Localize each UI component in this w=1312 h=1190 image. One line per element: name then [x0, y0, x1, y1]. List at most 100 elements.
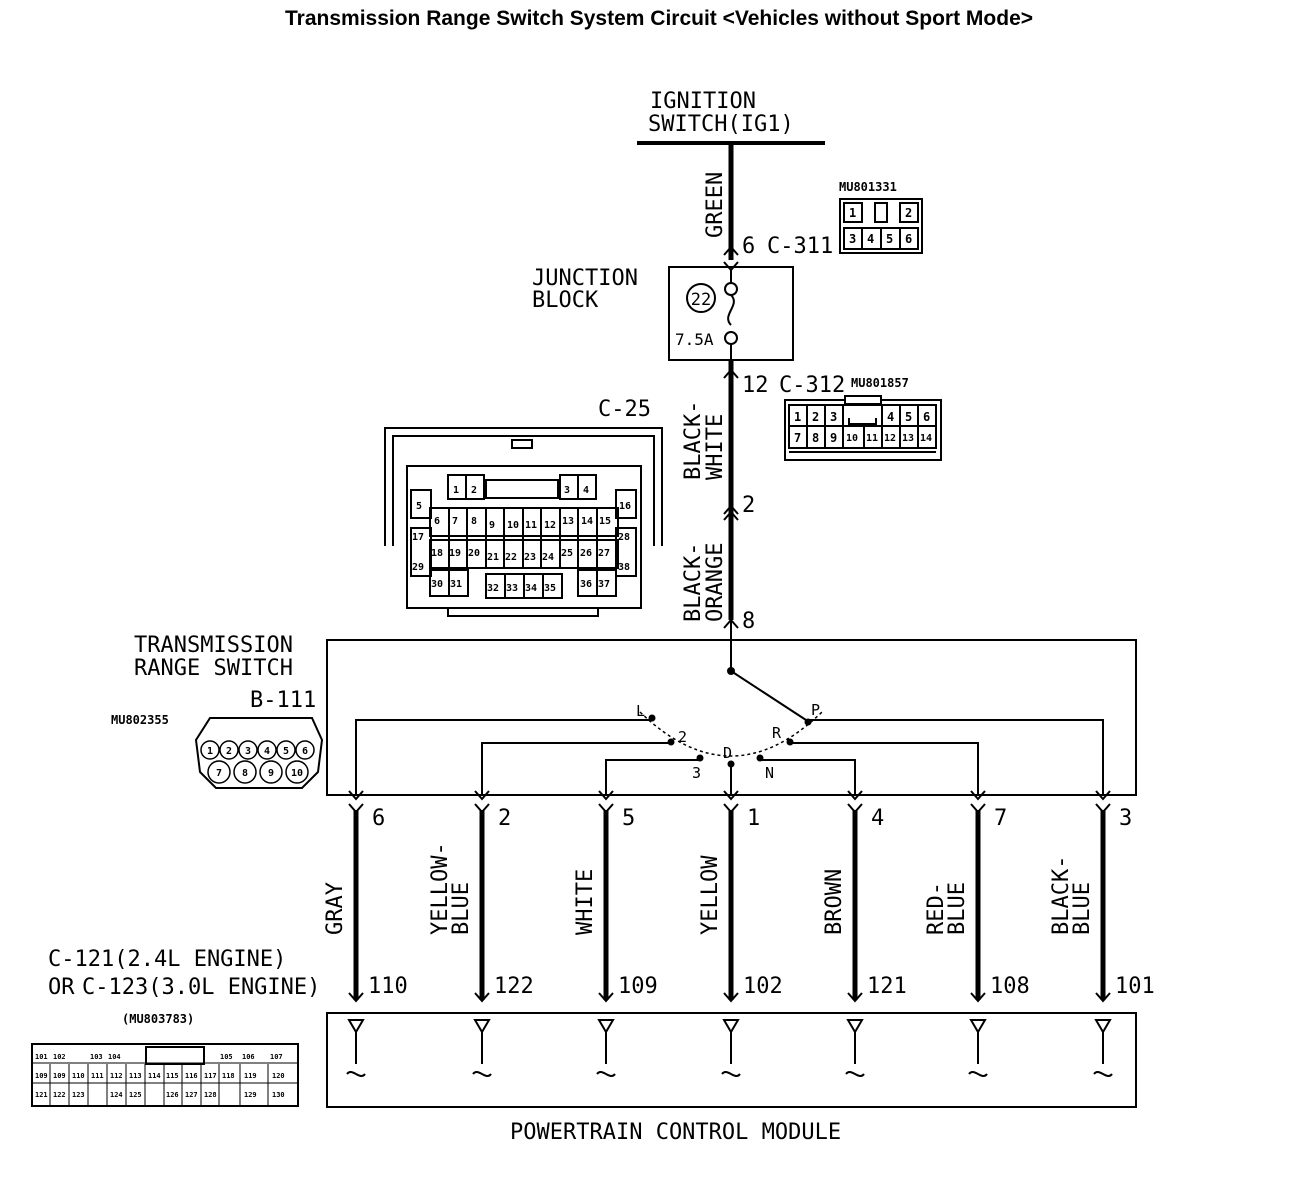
wire-label-3-line2: BLUE — [1070, 882, 1095, 935]
pcm-face-pin-125: 125 — [129, 1091, 142, 1099]
c312-connector-face: MU801857 1 2 3 4 5 6 7 8 9 10 11 12 13 1… — [784, 376, 942, 461]
switch-trace-2 — [481, 742, 672, 795]
c25-pin-18: 18 — [431, 548, 443, 559]
switch-blade — [730, 670, 807, 721]
wire-label-black-white-2: WHITE — [703, 414, 728, 480]
pcm-face-pin-r2-11: 119 — [244, 1072, 257, 1080]
pcm-terminal-101 — [1094, 1019, 1112, 1034]
ignition-switch: IGNITION SWITCH(IG1) — [637, 89, 825, 145]
c25-pin-5: 5 — [416, 501, 422, 512]
c312-pin-9: 9 — [830, 431, 837, 445]
pcm-pin-arrow-109 — [598, 992, 614, 1003]
junction-block: JUNCTION BLOCK 22 7.5A — [532, 266, 794, 361]
pcm-ground-122 — [472, 1071, 492, 1077]
pcm-box — [326, 1012, 1137, 1108]
wire-label-1: YELLOW — [698, 855, 723, 935]
wire-label-7-line2: BLUE — [945, 882, 970, 935]
c25-pin-16: 16 — [619, 501, 631, 512]
pcm-face-pin-r2-1: 109 — [53, 1072, 66, 1080]
c25-pin-22: 22 — [505, 552, 517, 563]
c25-pin-35: 35 — [544, 583, 556, 594]
pcm-face-pin-107: 107 — [270, 1053, 283, 1061]
c311-connector-face: MU801331 1 2 3 4 5 6 — [839, 180, 923, 254]
trs-label-line2: RANGE SWITCH — [134, 656, 293, 681]
output-wires: 6GRAY1102YELLOW-BLUE1225WHITE1091YELLOW1… — [323, 718, 1155, 1077]
c25-pin-21: 21 — [487, 552, 499, 563]
trs-label-line1: TRANSMISSION — [134, 633, 293, 658]
pcm-face-pin-r2-3: 111 — [91, 1072, 104, 1080]
pcm-face-pin-r2-5: 113 — [129, 1072, 142, 1080]
pcm-face-pin-126: 126 — [166, 1091, 179, 1099]
pcm-face-pin-127: 127 — [185, 1091, 198, 1099]
switch-trace-4 — [759, 758, 856, 795]
trs-out-pin-4: 4 — [871, 806, 884, 831]
page-title: Transmission Range Switch System Circuit… — [285, 7, 1033, 30]
trs-pin-1: 1 — [207, 746, 213, 757]
switch-position-3: 3 — [692, 764, 701, 782]
c25-pin-20: 20 — [468, 548, 480, 559]
pcm-face-pin-121: 121 — [35, 1091, 48, 1099]
pcm-face-pin-122: 122 — [53, 1091, 66, 1099]
c311-pin-3: 3 — [849, 232, 856, 246]
trs-pin-circle-6 — [295, 740, 315, 760]
wire-label-green: GREEN — [703, 172, 728, 238]
trs-out-pin-1: 1 — [747, 806, 760, 831]
pcm-face-pin-128: 128 — [204, 1091, 217, 1099]
fuse-number-circle — [686, 283, 716, 313]
c312-pin-11: 11 — [866, 433, 878, 444]
pcm-pin-108: 108 — [990, 974, 1030, 999]
c25-pin-26: 26 — [580, 548, 592, 559]
c25-pin-11: 11 — [525, 520, 537, 531]
pcm-pin-101: 101 — [1115, 974, 1155, 999]
fuse-rating: 7.5A — [675, 330, 714, 349]
pcm-ground-121 — [845, 1071, 865, 1077]
c25-pin-23: 23 — [524, 552, 536, 563]
wire-label-black-orange-2: ORANGE — [703, 543, 728, 622]
pcm-ground-109 — [596, 1071, 616, 1077]
c25-pin-arrow — [723, 504, 739, 515]
wire-label-black-white-1: BLACK- — [681, 401, 706, 480]
pcm-face-pin-r2-12: 120 — [272, 1072, 285, 1080]
trs-pin-circle-1 — [200, 740, 220, 760]
switch-trace-6 — [355, 718, 653, 795]
trs-pin-circle-4 — [257, 740, 277, 760]
c25-pin-arrow-2 — [723, 510, 739, 521]
switch-trace-3 — [807, 719, 1104, 795]
pcm-face-pin-r2-6: 114 — [148, 1072, 161, 1080]
trs-connector-face — [194, 717, 324, 789]
pcm-face-pin-101: 101 — [35, 1053, 48, 1061]
trs-pin-2: 2 — [226, 746, 232, 757]
pcm-terminal-110 — [347, 1019, 365, 1034]
pcm-face-pin-r2-4: 112 — [110, 1072, 123, 1080]
pcm-pin-arrow-108 — [970, 992, 986, 1003]
pcm-part-number: (MU803783) — [122, 1012, 194, 1026]
trs-pin-10: 10 — [291, 768, 303, 779]
c25-pin-3: 3 — [564, 485, 570, 496]
ignition-label-line1: IGNITION — [650, 89, 756, 114]
fuse-terminal-bottom — [724, 331, 738, 345]
wire-label-3-line1: BLACK- — [1049, 856, 1074, 935]
switch-position-D: D — [723, 744, 732, 762]
pcm-pin-arrow-110 — [348, 992, 364, 1003]
trs-connector-name: B-111 — [250, 688, 316, 713]
trs-pin-5: 5 — [283, 746, 289, 757]
c312-pin-1: 1 — [794, 410, 801, 424]
fuse-number: 22 — [691, 290, 711, 310]
trs-out-pin-arrow-7 — [970, 790, 986, 801]
pcm-terminal-109 — [597, 1019, 615, 1034]
trs-pin-circle-5 — [276, 740, 296, 760]
c25-pin-1: 1 — [453, 485, 459, 496]
c312-pin-13: 13 — [902, 433, 914, 444]
pcm-ground-108 — [968, 1071, 988, 1077]
fuse-element — [727, 294, 735, 326]
trs-pin-circle-9 — [259, 760, 283, 784]
pcm-face-pin-r2-0: 109 — [35, 1072, 48, 1080]
pcm-face-pin-r2-10: 118 — [222, 1072, 235, 1080]
switch-trace-5 — [605, 758, 701, 795]
wire-label-2-line1: YELLOW- — [428, 842, 453, 935]
trs-pin-circle-10 — [285, 760, 309, 784]
c25-pin: 2 — [742, 493, 755, 518]
c25-pin-36: 36 — [580, 579, 592, 590]
c311-part-number: MU801331 — [839, 180, 897, 194]
